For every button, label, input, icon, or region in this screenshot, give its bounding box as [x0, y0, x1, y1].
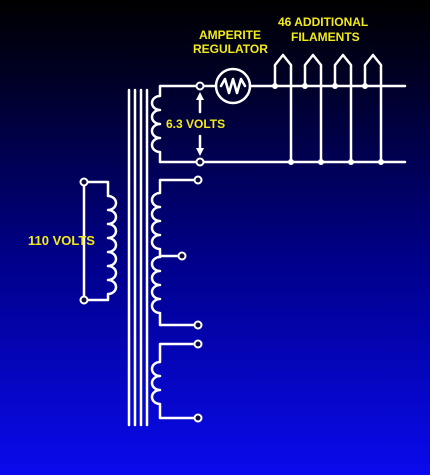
lower-terminal-bottom [193, 413, 203, 423]
amperite-label-line2: REGULATOR [193, 42, 268, 56]
secondary-terminal-top [195, 81, 205, 91]
primary-terminal-top [79, 177, 89, 187]
primary-winding [79, 177, 118, 305]
lower-terminal-top [193, 339, 203, 349]
amperite-label-line1: AMPERITE [199, 28, 261, 42]
secondary-voltage-label: 6.3 VOLTS [166, 117, 225, 131]
filament-icon [272, 53, 384, 165]
transformer-core-icon [127, 88, 149, 427]
primary-voltage-label: 110 VOLTS [28, 233, 95, 248]
tap-terminal-center [177, 251, 187, 261]
tap-terminal-top [193, 175, 203, 185]
secondary-terminal-bottom [195, 157, 205, 167]
filament-winding [150, 81, 205, 167]
lower-winding [150, 339, 203, 423]
primary-terminal-bottom [79, 295, 89, 305]
filaments-label-line2: FILAMENTS [291, 30, 360, 44]
tap-terminal-bottom [193, 320, 203, 330]
filaments-label-line1: 46 ADDITIONAL [278, 15, 368, 29]
tapped-winding [150, 175, 203, 330]
